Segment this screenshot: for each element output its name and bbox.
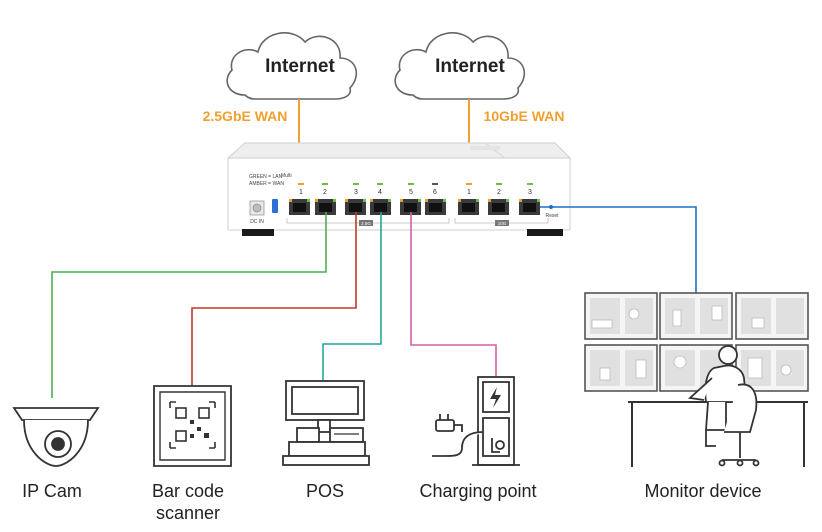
surveillance-monitor-icon (584, 292, 809, 467)
legend-wan: AMBER = WAN (249, 181, 284, 187)
device-label-barcode-line2: scanner (156, 503, 220, 523)
security-camera-icon (12, 407, 100, 467)
wan-label-right: 10GbE WAN (484, 108, 565, 124)
device-label-ip-cam: IP Cam (22, 481, 82, 501)
cloud-label: Internet (435, 56, 505, 77)
svg-text:3: 3 (354, 189, 358, 196)
cloud-label: Internet (265, 56, 335, 77)
multi-label: Multi (281, 173, 292, 179)
svg-text:2: 2 (497, 189, 501, 196)
device-label-pos: POS (306, 481, 344, 501)
port-10g-1: 1 (458, 183, 479, 215)
device-label-barcode-line1: Bar code (152, 481, 224, 501)
internet-cloud-right: Internet (394, 32, 526, 100)
port-2: 2 (315, 183, 336, 215)
ev-charger-icon (432, 376, 520, 466)
svg-text:1: 1 (467, 189, 471, 196)
device-label-monitor-device: Monitor device (644, 481, 761, 501)
link-barcode-scanner (191, 212, 357, 386)
pos-terminal-icon (282, 380, 370, 466)
internet-cloud-left: Internet (226, 32, 358, 100)
port-1: 1 (289, 183, 310, 215)
svg-text:4: 4 (378, 189, 382, 196)
usb-port (272, 199, 278, 213)
group-label-2-5g: 2.5G (361, 221, 371, 226)
group-label-10g: 10G (498, 221, 507, 226)
svg-text:5: 5 (409, 189, 413, 196)
port-4: 4 (370, 183, 391, 215)
link-ip-cam (51, 212, 327, 398)
svg-text:6: 6 (433, 189, 437, 196)
svg-text:2: 2 (323, 189, 327, 196)
wan-label-left: 2.5GbE WAN (203, 108, 288, 124)
dc-in-label: DC IN (250, 219, 264, 225)
link-pos (322, 212, 382, 381)
qr-scanner-icon (153, 385, 232, 467)
reset-label: Reset (545, 213, 559, 219)
device-label-charging-point: Charging point (419, 481, 536, 501)
link-monitor-device (540, 206, 697, 293)
legend-lan: GREEN = LAN (249, 174, 283, 180)
svg-text:1: 1 (299, 189, 303, 196)
port-5: 5 (400, 183, 421, 215)
svg-text:3: 3 (528, 189, 532, 196)
link-charging-point (410, 212, 497, 377)
port-10g-3: 3 (519, 183, 540, 215)
network-switch: GREEN = LAN AMBER = WAN Multi DC IN 2.5G… (226, 142, 572, 236)
port-3: 3 (345, 183, 366, 215)
port-10g-2: 2 (488, 183, 509, 215)
port-6: 6 (425, 183, 446, 215)
